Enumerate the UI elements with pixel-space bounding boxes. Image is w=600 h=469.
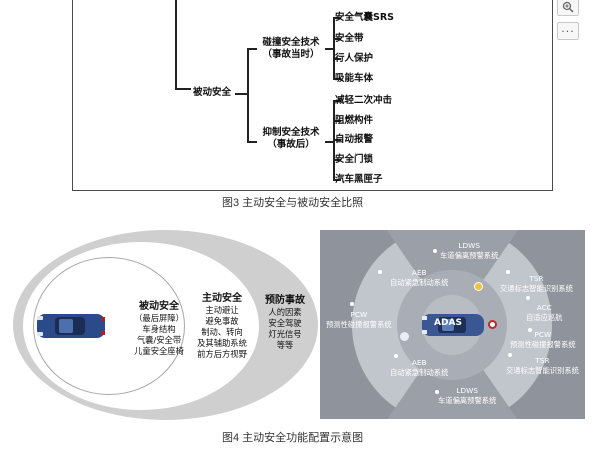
passive-safety-block: 被动安全 （最后屏障） 车身结构 气囊/安全带 儿童安全座椅: [134, 301, 184, 356]
b2-tick-0: [333, 100, 341, 102]
b1-tick-1: [333, 38, 341, 40]
sensor-dot: [433, 249, 437, 253]
branch1-item: 安全带: [335, 33, 364, 44]
root-to-branches: [235, 93, 247, 95]
sensor-dot: [378, 270, 382, 274]
branch2-item: 安全门锁: [335, 154, 374, 165]
car-top-view-icon: [37, 314, 105, 338]
active-safety-block: 主动安全 主动避让 避免事故 制动、转向 及其辅助系统 前方后方视野: [197, 293, 247, 359]
sensor-dot: [394, 354, 398, 358]
sensor-dot: [506, 270, 510, 274]
branch2-stub: [247, 141, 257, 143]
branch1-items-spine: [333, 17, 335, 79]
branch2-item: 阻燃构件: [335, 115, 374, 126]
b2-tick-1: [333, 120, 341, 122]
figure3-box: 被动安全 碰撞安全技术 （事故当时） 安全气囊SRS 安全带 行人保护 吸能车体…: [72, 0, 553, 191]
branch1-to-items: [325, 48, 333, 50]
branches-spine: [247, 48, 249, 142]
b2-tick-4: [333, 179, 341, 181]
sensor-dot: [435, 390, 439, 394]
sensor-dot: [526, 296, 530, 300]
branch2-label: 抑制安全技术 （事故后）: [262, 127, 320, 150]
adas-center-label: ADAS: [434, 318, 462, 328]
root-label: 被动安全: [193, 87, 232, 98]
pedestrian-sign-icon: [400, 332, 409, 341]
safety-layers-diagram: 被动安全 （最后屏障） 车身结构 气囊/安全带 儿童安全座椅 主动安全 主动避让…: [13, 230, 318, 420]
branch1-label: 碰撞安全技术 （事故当时）: [262, 37, 320, 60]
branch2-item: 汽车黑匣子: [335, 174, 383, 185]
more-icon[interactable]: ···: [557, 22, 579, 40]
figure4-caption: 图4 主动安全功能配置示意图: [222, 432, 364, 444]
b2-tick-3: [333, 159, 341, 161]
sensor-dot: [508, 353, 512, 357]
adas-car-icon: [422, 314, 484, 336]
warning-sign-icon: [474, 282, 483, 291]
branch2-item: 减轻二次冲击: [335, 95, 393, 106]
b1-tick-2: [333, 58, 341, 60]
branch1-stub: [247, 48, 257, 50]
sensor-dot: [350, 302, 354, 306]
speed-limit-sign-icon: [488, 320, 497, 329]
branch1-item: 行人保护: [335, 53, 374, 64]
zoom-in-icon[interactable]: [557, 0, 579, 16]
b1-tick-3: [333, 78, 341, 80]
branch2-item: 自动报警: [335, 134, 374, 145]
branch1-item: 吸能车体: [335, 73, 374, 84]
figure3-caption: 图3 主动安全与被动安全比照: [222, 197, 364, 209]
b2-tick-2: [333, 139, 341, 141]
sensor-dot: [528, 328, 532, 332]
branch1-item: 安全气囊SRS: [335, 12, 394, 23]
prevention-block: 预防事故 人的因素 安全驾驶 灯光信号 等等: [265, 295, 305, 350]
root-bracket: [175, 88, 191, 90]
b1-tick-0: [333, 17, 341, 19]
branch2-to-items: [325, 141, 333, 143]
root-connector: [175, 0, 177, 88]
